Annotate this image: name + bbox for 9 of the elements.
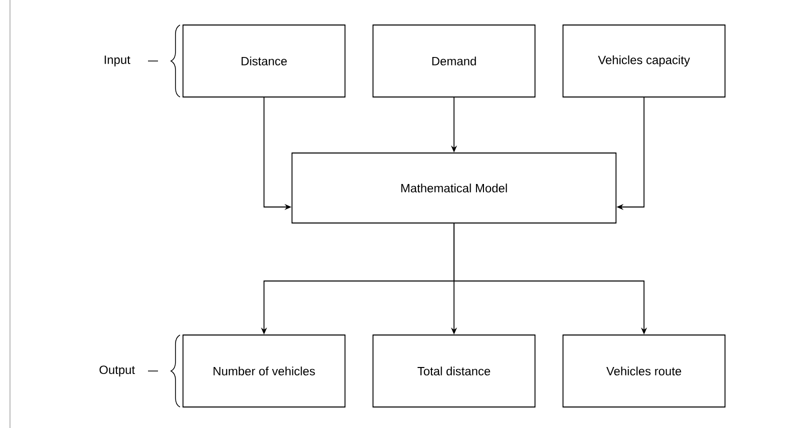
process-box: Vehicles route: [562, 334, 726, 408]
process-box: Vehicles capacity: [562, 24, 726, 98]
group-label: Output: [100, 366, 135, 376]
process-box: Number of vehicles: [182, 334, 346, 408]
process-box: Distance: [182, 24, 346, 98]
process-box: Total distance: [372, 334, 536, 408]
process-box: Demand: [372, 24, 536, 98]
process-box: Mathematical Model: [292, 152, 616, 224]
group-label: Input: [104, 56, 130, 66]
